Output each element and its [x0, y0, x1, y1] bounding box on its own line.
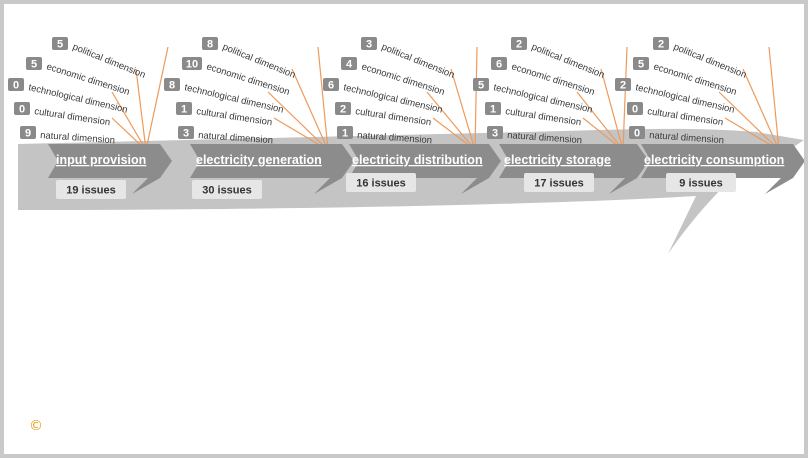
- dimension-count-badge: [487, 126, 503, 139]
- fan-line: [718, 91, 780, 151]
- dimension-count: 2: [658, 39, 664, 51]
- fan-line: [742, 68, 780, 151]
- dimension-count-badge: [615, 78, 631, 91]
- dimension-label: natural dimension: [507, 130, 583, 146]
- dimension-count: 2: [516, 39, 522, 51]
- dimension-count: 6: [328, 80, 334, 92]
- dimension-count-badge: [335, 102, 351, 115]
- dimension-count: 0: [634, 128, 640, 140]
- dimension-count-badge: [633, 57, 649, 70]
- dimension-count-badge: [629, 126, 645, 139]
- fan-line: [768, 46, 780, 151]
- fan-line: [111, 91, 147, 151]
- dimension-count-badge: [26, 57, 42, 70]
- stage-title: electricity storage: [504, 153, 611, 167]
- issues-count-label: 30 issues: [202, 185, 252, 197]
- dimension-count-badge: [491, 57, 507, 70]
- fan-line: [291, 68, 329, 151]
- issues-box: [524, 173, 594, 192]
- dimension-count: 4: [346, 59, 353, 71]
- dimension-count-badge: [337, 126, 353, 139]
- dimension-count-badge: [164, 78, 180, 91]
- dimension-count: 0: [632, 104, 638, 116]
- fan-line: [576, 91, 624, 151]
- dimension-count-badge: [176, 102, 192, 115]
- dimension-count: 5: [638, 59, 644, 71]
- stage-chevron: [641, 144, 804, 194]
- dimension-label: natural dimension: [198, 130, 274, 146]
- dimension-count: 1: [342, 128, 348, 140]
- issues-box: [56, 180, 126, 199]
- issues-count-label: 17 issues: [534, 178, 584, 190]
- dimension-count: 3: [183, 128, 189, 140]
- dimension-count-badge: [14, 102, 30, 115]
- dimension-count-badge: [473, 78, 489, 91]
- dimension-count: 5: [57, 39, 63, 51]
- dimension-count: 5: [478, 80, 484, 92]
- fan-line: [600, 68, 624, 151]
- dimension-count: 10: [186, 59, 198, 71]
- dimension-count: 9: [25, 128, 31, 140]
- dimension-count: 2: [340, 104, 346, 116]
- stage-chevron: [48, 144, 172, 194]
- dimension-count-badge: [323, 78, 339, 91]
- dimension-count: 2: [620, 80, 626, 92]
- dimension-count-badge: [653, 37, 669, 50]
- stage-chevron: [190, 144, 354, 194]
- issues-count-label: 9 issues: [679, 178, 722, 190]
- dimension-count: 8: [207, 39, 213, 51]
- dimension-count: 3: [492, 128, 498, 140]
- dimension-label: natural dimension: [649, 130, 725, 146]
- dimension-count-badge: [20, 126, 36, 139]
- dimension-count: 0: [19, 104, 25, 116]
- issues-count-label: 19 issues: [66, 185, 116, 197]
- dimension-label: natural dimension: [357, 130, 433, 146]
- fan-line: [317, 46, 329, 151]
- issues-count-label: 16 issues: [356, 178, 406, 190]
- fan-line: [474, 46, 478, 151]
- issues-box: [192, 180, 262, 199]
- dimension-count: 3: [366, 39, 372, 51]
- fan-line: [426, 91, 476, 151]
- issues-box: [346, 173, 416, 192]
- stage-title: input provision: [56, 153, 146, 167]
- stage-chevron: [349, 144, 501, 194]
- dimension-count-badge: [8, 78, 24, 91]
- dimension-count-badge: [485, 102, 501, 115]
- fan-line: [622, 46, 628, 151]
- dimension-count-badge: [627, 102, 643, 115]
- dimension-count: 5: [31, 59, 37, 71]
- stage-chevron: [499, 144, 649, 194]
- dimension-count-badge: [511, 37, 527, 50]
- dimension-label: natural dimension: [40, 130, 116, 146]
- fan-line: [267, 91, 329, 151]
- stage-title: electricity generation: [196, 153, 322, 167]
- dimension-count: 8: [169, 80, 175, 92]
- fan-line: [450, 68, 476, 151]
- stage-title: electricity distribution: [352, 153, 483, 167]
- dimension-count-badge: [202, 37, 218, 50]
- dimension-count-badge: [182, 57, 202, 70]
- copyright-icon: ©: [29, 418, 43, 434]
- fan-line: [135, 68, 147, 151]
- issues-box: [666, 173, 736, 192]
- dimension-count: 1: [490, 104, 496, 116]
- dimension-count: 1: [181, 104, 187, 116]
- dimension-count-badge: [178, 126, 194, 139]
- dimension-count-badge: [361, 37, 377, 50]
- stage-title: electricity consumption: [644, 153, 784, 167]
- fan-line: [145, 46, 169, 151]
- dimension-count-badge: [341, 57, 357, 70]
- dimension-count-badge: [52, 37, 68, 50]
- dimension-count: 6: [496, 59, 502, 71]
- dimension-count: 0: [13, 80, 19, 92]
